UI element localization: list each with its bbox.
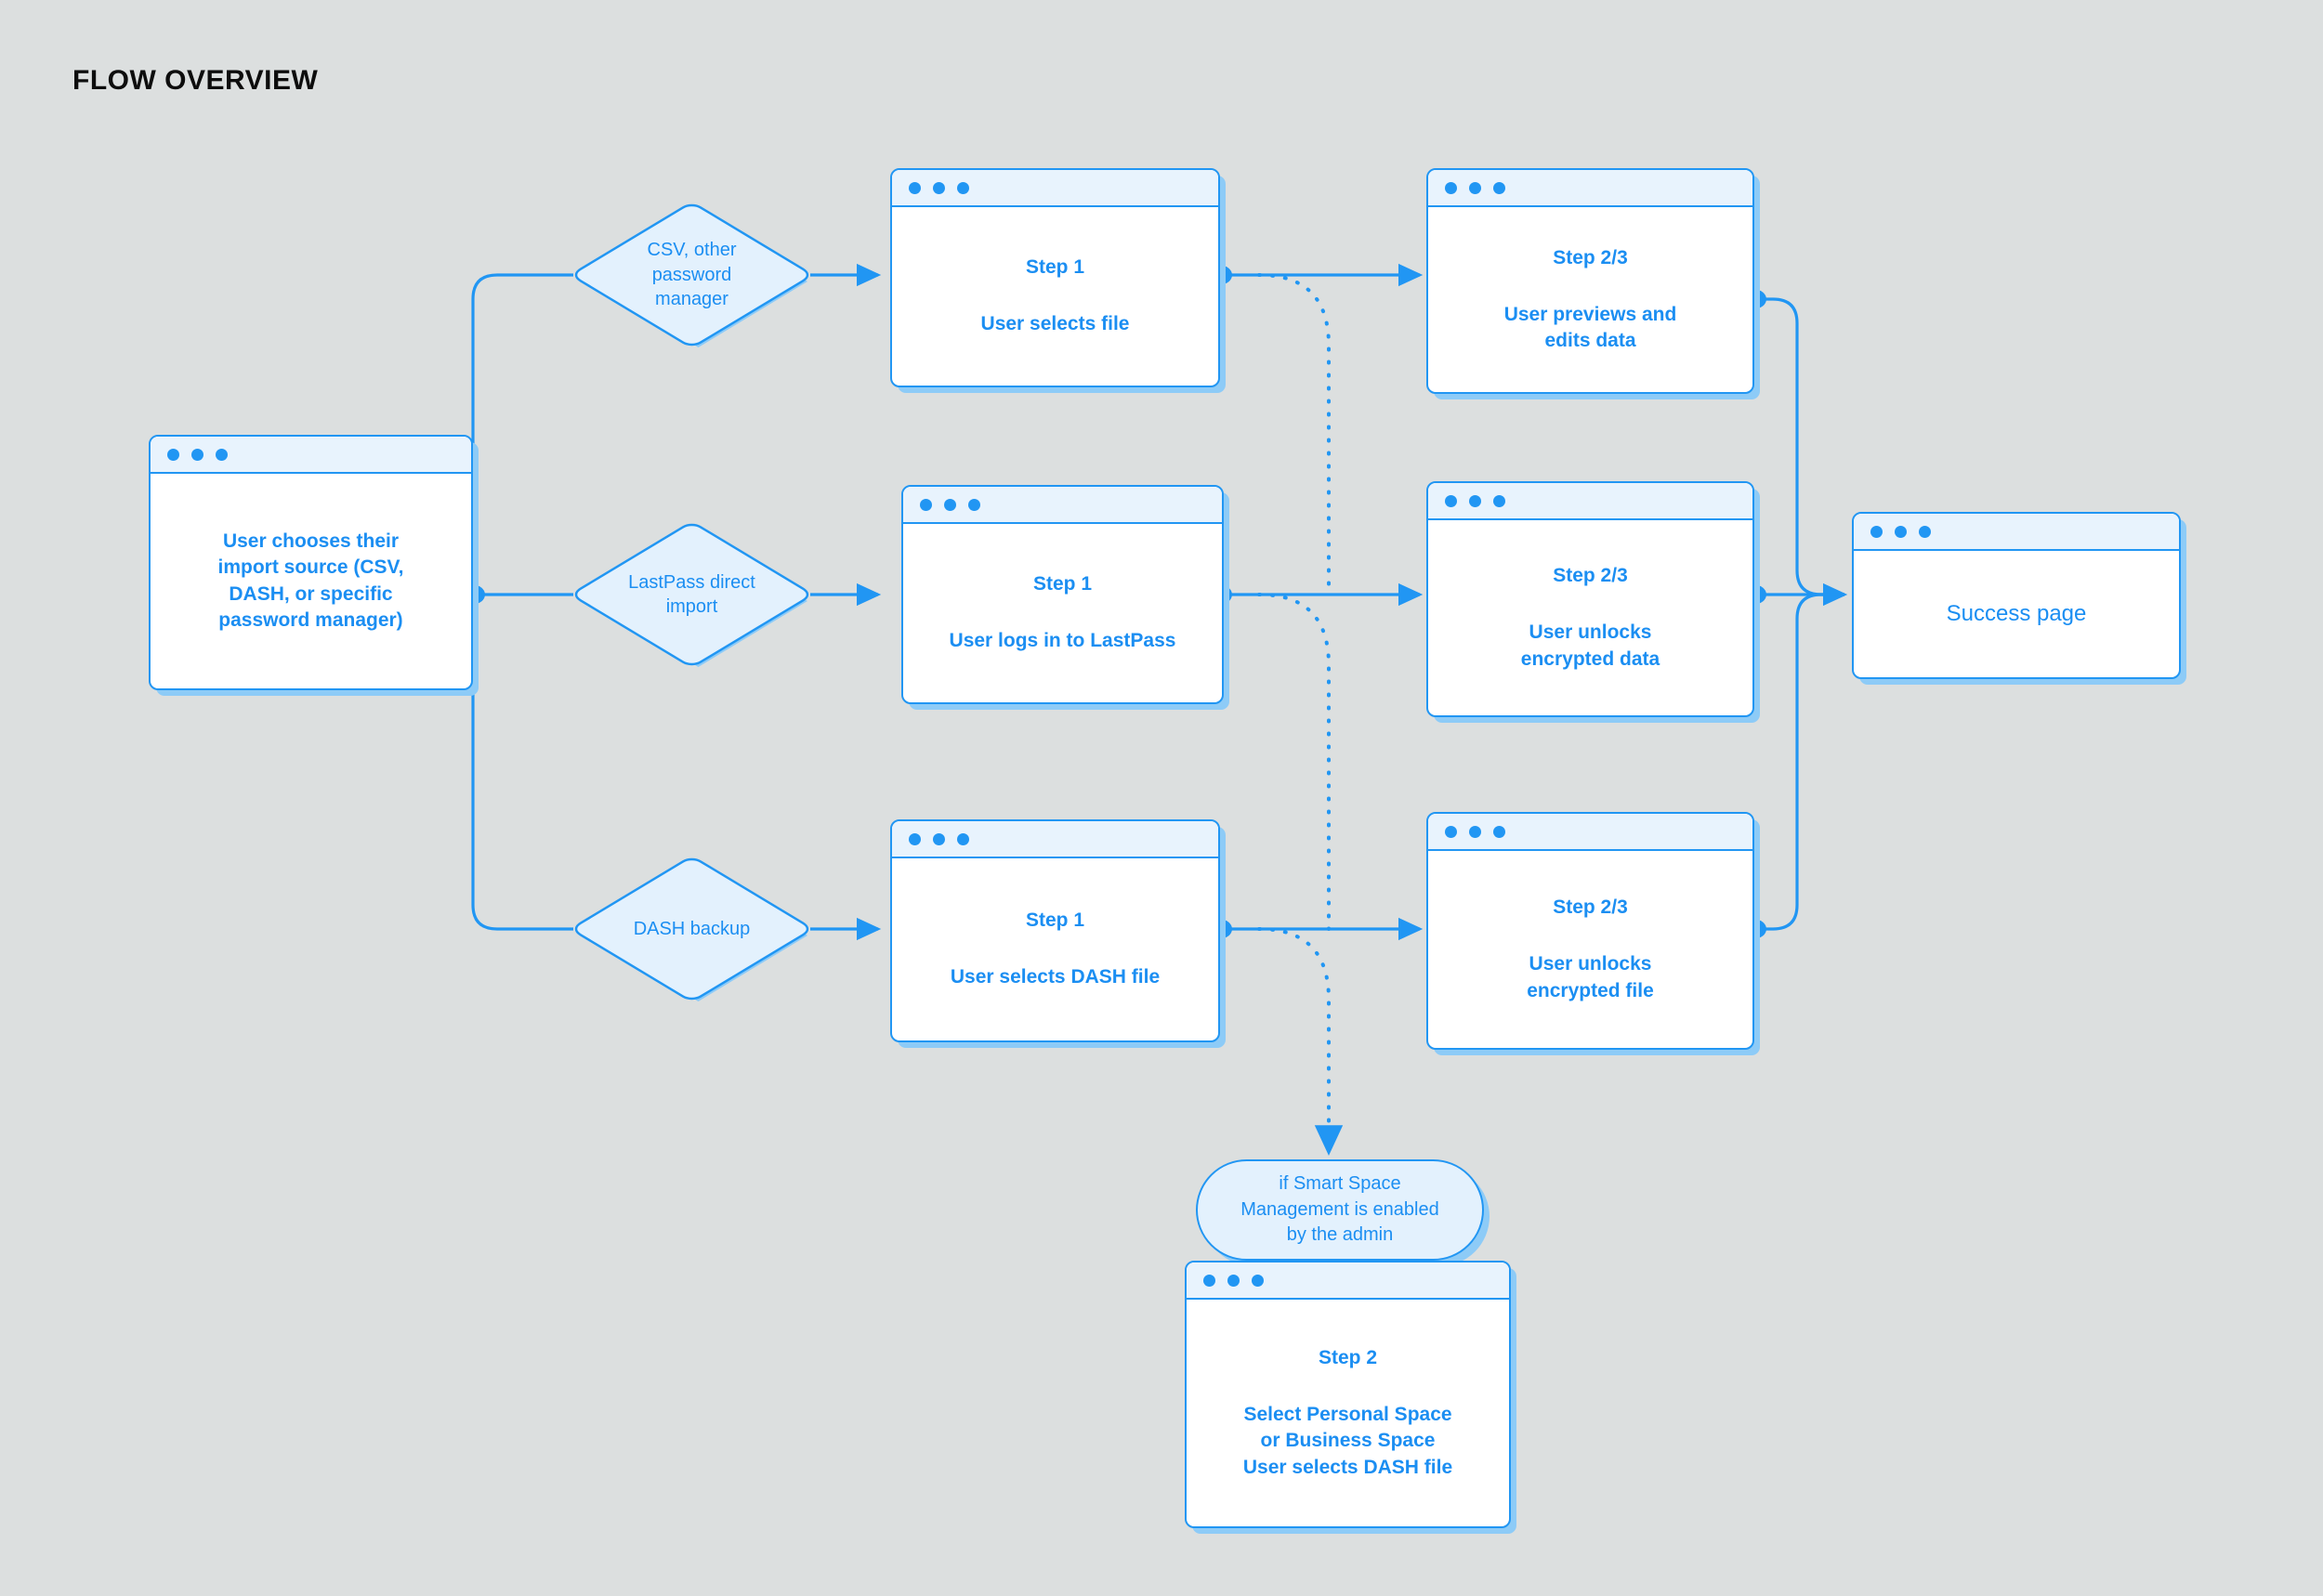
card-dash-step1[interactable]: Step 1 User selects DASH file [890, 819, 1220, 1042]
card-description: User logs in to LastPass [949, 630, 1176, 652]
card-body: User chooses their import source (CSV, D… [151, 474, 471, 688]
card-description: User unlocks encrypted data [1520, 621, 1660, 670]
card-step-label: Step 2/3 [1553, 896, 1628, 918]
window-dot-icon [933, 181, 945, 194]
card-body: Step 1 User selects DASH file [892, 858, 1218, 1040]
card-description: User unlocks encrypted file [1527, 953, 1654, 1001]
window-dot-icon [1493, 181, 1505, 194]
window-dot-icon [1870, 525, 1883, 538]
window-dot-icon [1493, 825, 1505, 838]
card-titlebar [1428, 170, 1752, 207]
window-dot-icon [1203, 1274, 1215, 1287]
card-import-source[interactable]: User chooses their import source (CSV, D… [149, 435, 473, 690]
window-dot-icon [957, 181, 969, 194]
condition-label: if Smart Space Management is enabled by … [1240, 1173, 1439, 1246]
window-dot-icon [1227, 1274, 1240, 1287]
card-step-label: Step 1 [1032, 573, 1093, 595]
card-description: User previews and edits data [1503, 303, 1677, 352]
card-csv-step23[interactable]: Step 2/3 User previews and edits data [1426, 168, 1754, 394]
card-step-label: Step 2/3 [1553, 565, 1628, 586]
window-dot-icon [920, 498, 932, 511]
card-lastpass-step1[interactable]: Step 1 User logs in to LastPass [901, 485, 1224, 704]
window-dot-icon [1445, 181, 1457, 194]
link-dashstep23-to-success [1754, 593, 1844, 931]
card-body: Step 2/3 User unlocks encrypted file [1428, 851, 1752, 1048]
page-title: FLOW OVERVIEW [72, 65, 319, 96]
window-dot-icon [216, 448, 228, 461]
condition-smart-space-management[interactable]: if Smart Space Management is enabled by … [1196, 1159, 1484, 1261]
card-lastpass-step23[interactable]: Step 2/3 User unlocks encrypted data [1426, 481, 1754, 717]
card-smart-space-step2[interactable]: Step 2 Select Personal Space or Business… [1185, 1261, 1511, 1528]
card-description: Select Personal Space or Business Space … [1242, 1404, 1453, 1478]
card-titlebar [151, 437, 471, 474]
link-csvstep23-to-success [1754, 297, 1844, 596]
link-start-to-dash [471, 595, 573, 931]
link-dash-csv-to-condition [1257, 273, 1331, 596]
window-dot-icon [933, 832, 945, 845]
card-body: Success page [1854, 551, 2179, 677]
link-start-to-csv [471, 273, 573, 595]
decision-lastpass-direct-import[interactable]: LastPass direct import [573, 516, 810, 674]
card-titlebar [892, 821, 1218, 858]
card-titlebar [892, 170, 1218, 207]
card-step-label: Step 2 [1318, 1346, 1378, 1368]
window-dot-icon [1493, 494, 1505, 507]
card-titlebar [1854, 514, 2179, 551]
card-titlebar [1428, 814, 1752, 851]
decision-label: LastPass direct import [628, 571, 755, 617]
card-success-page[interactable]: Success page [1852, 512, 2181, 679]
link-dash-dash-to-condition [1257, 927, 1344, 1157]
window-dot-icon [167, 448, 179, 461]
card-body: Step 1 User logs in to LastPass [903, 524, 1222, 702]
card-description: Success page [1946, 600, 2087, 626]
window-dot-icon [909, 181, 921, 194]
window-dot-icon [957, 832, 969, 845]
decision-label: CSV, other password manager [647, 240, 737, 310]
window-dot-icon [1469, 494, 1481, 507]
window-dot-icon [1469, 825, 1481, 838]
card-titlebar [903, 487, 1222, 524]
link-dash-lastpass-to-condition [1257, 593, 1331, 931]
card-description: User selects file [980, 313, 1130, 335]
card-description: User chooses their import source (CSV, D… [217, 530, 404, 631]
card-body: Step 2/3 User unlocks encrypted data [1428, 520, 1752, 715]
card-titlebar [1187, 1262, 1509, 1300]
decision-csv-other-password-manager[interactable]: CSV, other password manager [573, 196, 810, 354]
card-step-label: Step 2/3 [1553, 246, 1628, 268]
card-body: Step 2 Select Personal Space or Business… [1187, 1300, 1509, 1526]
window-dot-icon [1252, 1274, 1264, 1287]
window-dot-icon [1919, 525, 1931, 538]
card-description: User selects DASH file [950, 966, 1161, 988]
card-body: Step 1 User selects file [892, 207, 1218, 386]
window-dot-icon [1445, 825, 1457, 838]
card-step-label: Step 1 [1025, 256, 1085, 279]
card-dash-step23[interactable]: Step 2/3 User unlocks encrypted file [1426, 812, 1754, 1050]
diamond-shape-icon [574, 523, 809, 667]
decision-dash-backup[interactable]: DASH backup [573, 850, 810, 1008]
card-csv-step1[interactable]: Step 1 User selects file [890, 168, 1220, 387]
window-dot-icon [1895, 525, 1907, 538]
card-body: Step 2/3 User previews and edits data [1428, 207, 1752, 392]
diamond-shape-icon [574, 857, 809, 1001]
window-dot-icon [1445, 494, 1457, 507]
window-dot-icon [909, 832, 921, 845]
card-titlebar [1428, 483, 1752, 520]
window-dot-icon [944, 498, 956, 511]
window-dot-icon [968, 498, 980, 511]
window-dot-icon [1469, 181, 1481, 194]
window-dot-icon [191, 448, 203, 461]
card-step-label: Step 1 [1025, 909, 1085, 932]
decision-label: DASH backup [633, 918, 751, 939]
diamond-shape-icon [574, 203, 809, 347]
